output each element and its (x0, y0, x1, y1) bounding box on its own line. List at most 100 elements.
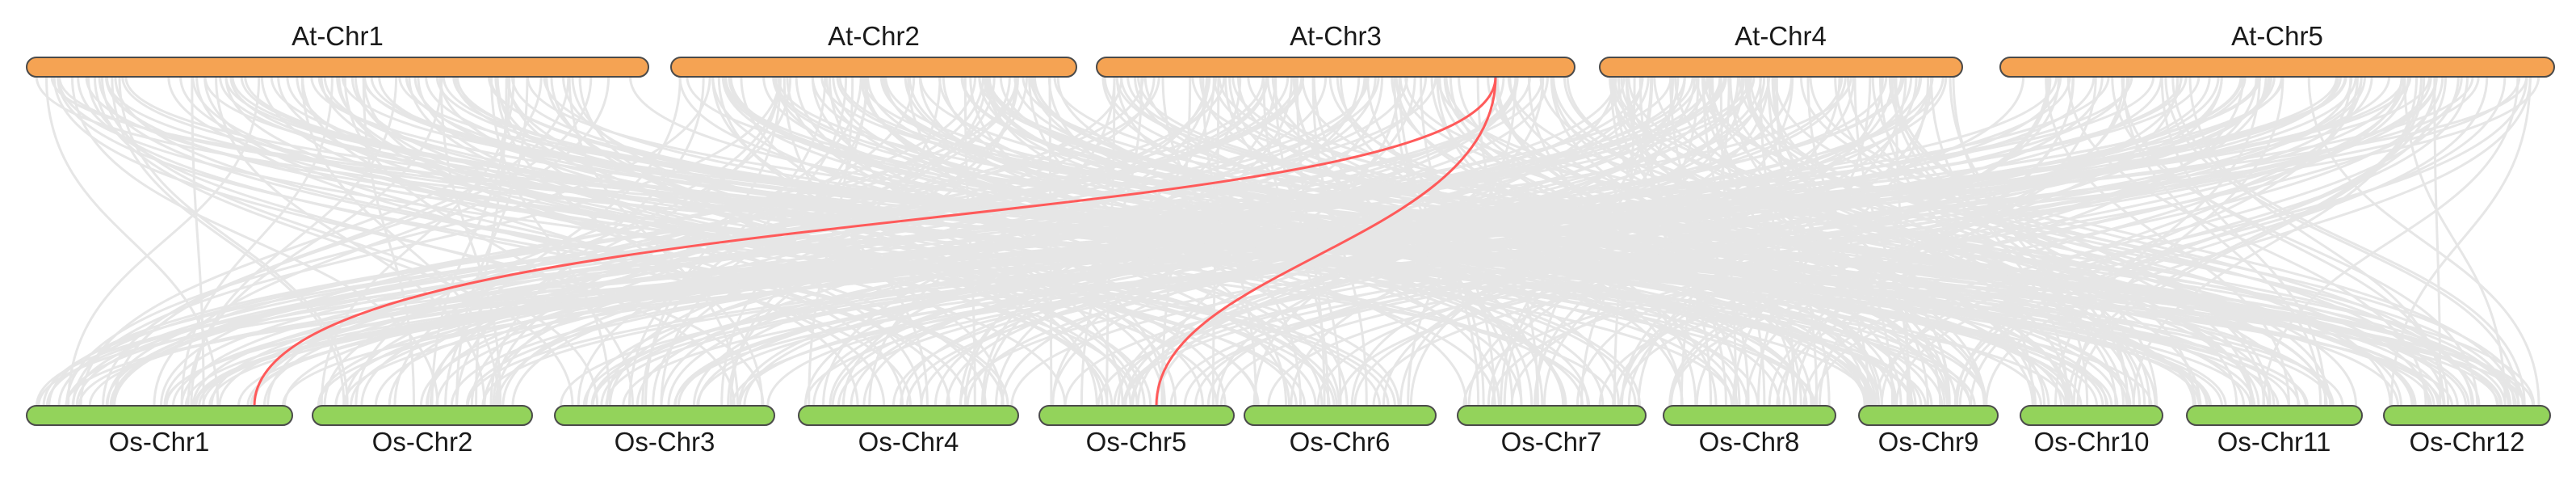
bottom-chromosome-track: Os-Chr1 Os-Chr2 Os-Chr3 Os-Chr4 Os-Chr5 … (26, 405, 2551, 457)
syntenic-link (1430, 76, 1813, 407)
syntenic-link (608, 76, 1366, 407)
syntenic-link (562, 76, 1400, 407)
syntenic-link (1985, 76, 2532, 407)
syntenic-link (1767, 76, 1871, 407)
syntenic-link (219, 76, 1871, 407)
syntenic-link (526, 76, 2432, 407)
syntenic-link (93, 76, 574, 407)
chromosome-label-os-chr3: Os-Chr3 (615, 427, 715, 457)
chromosome-bar-os-chr10[interactable] (2020, 405, 2163, 426)
highlighted-syntenic-links (253, 76, 1497, 407)
syntenic-link (2171, 76, 2526, 407)
chromosome-bar-os-chr4[interactable] (798, 405, 1019, 426)
syntenic-link (1756, 76, 1872, 407)
chromosome-bar-os-chr9[interactable] (1858, 405, 1999, 426)
syntenic-link (160, 76, 977, 407)
syntenic-link (338, 76, 987, 407)
syntenic-link (67, 76, 261, 407)
chromosome-label-os-chr1: Os-Chr1 (109, 427, 210, 457)
chromosome-bar-at-chr4[interactable] (1599, 57, 1963, 78)
syntenic-link (250, 76, 2058, 407)
syntenic-link (1799, 76, 2473, 407)
syntenic-link (37, 76, 2155, 407)
chromosome-bar-os-chr5[interactable] (1038, 405, 1235, 426)
chromosome-label-os-chr4: Os-Chr4 (858, 427, 959, 457)
syntenic-link (1874, 76, 2469, 407)
chromosome-bar-os-chr8[interactable] (1663, 405, 1836, 426)
chromosome-label-os-chr12: Os-Chr12 (2409, 427, 2524, 457)
syntenic-link (1637, 76, 1907, 407)
syntenic-link (1290, 76, 1739, 407)
chromosome-bar-os-chr12[interactable] (2383, 405, 2551, 426)
syntenic-link (1747, 76, 2071, 407)
chromosome-label-os-chr5: Os-Chr5 (1086, 427, 1187, 457)
syntenic-link (766, 76, 2247, 407)
syntenic-link (1169, 76, 2366, 407)
syntenic-link (100, 76, 599, 407)
syntenic-link (1846, 76, 2254, 407)
syntenic-link (1507, 76, 2402, 407)
syntenic-link (466, 76, 2342, 407)
top-chromosome-track: At-Chr1 At-Chr2 At-Chr3 At-Chr4 At-Chr5 (26, 21, 2555, 78)
syntenic-link (774, 76, 2209, 407)
syntenic-link (323, 76, 1735, 407)
syntenic-link (1613, 76, 2512, 407)
chromosome-bar-at-chr2[interactable] (670, 57, 1077, 78)
syntenic-link (1191, 76, 2417, 407)
background-syntenic-links (35, 76, 2540, 407)
syntenic-link (1064, 76, 2273, 407)
chromosome-bar-os-chr1[interactable] (26, 405, 293, 426)
syntenic-link (57, 76, 1160, 407)
chromosome-label-at-chr5: At-Chr5 (2231, 21, 2323, 51)
syntenic-link (465, 76, 1903, 407)
syntenic-link (408, 76, 1132, 407)
syntenic-link (1437, 76, 2510, 407)
syntenic-link (1953, 76, 2448, 407)
syntenic-link (1890, 76, 2129, 407)
syntenic-link (1487, 76, 1884, 407)
syntenic-link (1776, 76, 2363, 407)
chromosome-bar-os-chr11[interactable] (2186, 405, 2363, 426)
chromosome-bar-os-chr3[interactable] (554, 405, 775, 426)
syntenic-link (494, 76, 1028, 407)
syntenic-link (2389, 76, 2532, 407)
chromosome-bar-os-chr6[interactable] (1244, 405, 1437, 426)
syntenic-link (180, 76, 334, 407)
syntenic-link (1566, 76, 2300, 407)
syntenic-link (673, 76, 2480, 407)
syntenic-link (65, 76, 2528, 407)
syntenic-link (644, 76, 782, 407)
chromosome-bar-at-chr1[interactable] (26, 57, 649, 78)
chromosome-label-os-chr10: Os-Chr10 (2033, 427, 2149, 457)
syntenic-link (45, 76, 220, 407)
highlight-link-at-chr3-os-chr1 (253, 76, 1497, 407)
syntenic-link (1328, 76, 2075, 407)
chromosome-label-os-chr9: Os-Chr9 (1878, 427, 1979, 457)
syntenic-link (832, 76, 1641, 407)
chromosome-label-os-chr7: Os-Chr7 (1501, 427, 1602, 457)
chromosome-bar-os-chr7[interactable] (1457, 405, 1647, 426)
syntenic-link (388, 76, 1217, 407)
syntenic-link (2262, 76, 2519, 407)
syntenic-link (577, 76, 988, 407)
syntenic-link (86, 76, 736, 407)
syntenic-link (36, 76, 1726, 407)
syntenic-link (822, 76, 1210, 407)
syntenic-link (1350, 76, 1855, 407)
syntenic-link (1834, 76, 2151, 407)
syntenic-link (795, 76, 1324, 407)
syntenic-link (1806, 76, 1894, 407)
chromosome-label-os-chr2: Os-Chr2 (372, 427, 473, 457)
syntenic-link (343, 76, 634, 407)
chromosome-bar-at-chr3[interactable] (1096, 57, 1575, 78)
syntenic-link (79, 76, 543, 407)
chromosome-bar-at-chr5[interactable] (1999, 57, 2555, 78)
syntenic-link (190, 76, 398, 407)
syntenic-link (2164, 76, 2519, 407)
chromosome-bar-os-chr2[interactable] (312, 405, 533, 426)
syntenic-link (71, 76, 1265, 407)
chromosome-label-at-chr2: At-Chr2 (828, 21, 920, 51)
syntenic-link (1294, 76, 1523, 407)
